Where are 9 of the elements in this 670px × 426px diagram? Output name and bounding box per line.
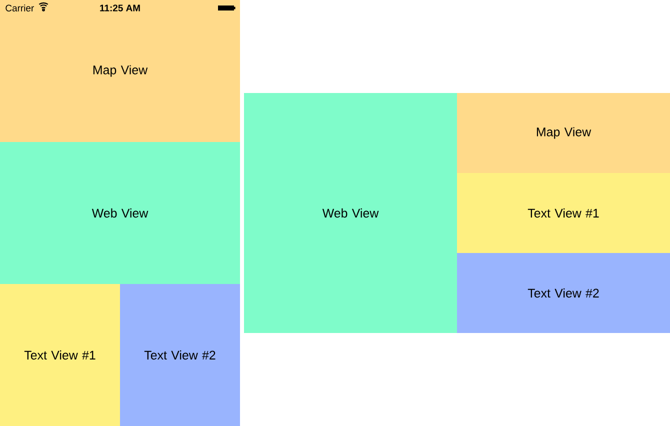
view-box: Text View #2 [120,284,240,426]
view-box: Text View #2 [457,253,670,333]
view-box: Text View #1 [457,173,670,253]
view-box: Web View [0,142,240,284]
view-box: Map View [457,93,670,173]
status-text: 11:25 AM [100,4,140,12]
view-box: Text View #1 [0,284,120,426]
view-box: Web View [244,93,457,333]
status-text: Carrier [6,4,34,12]
